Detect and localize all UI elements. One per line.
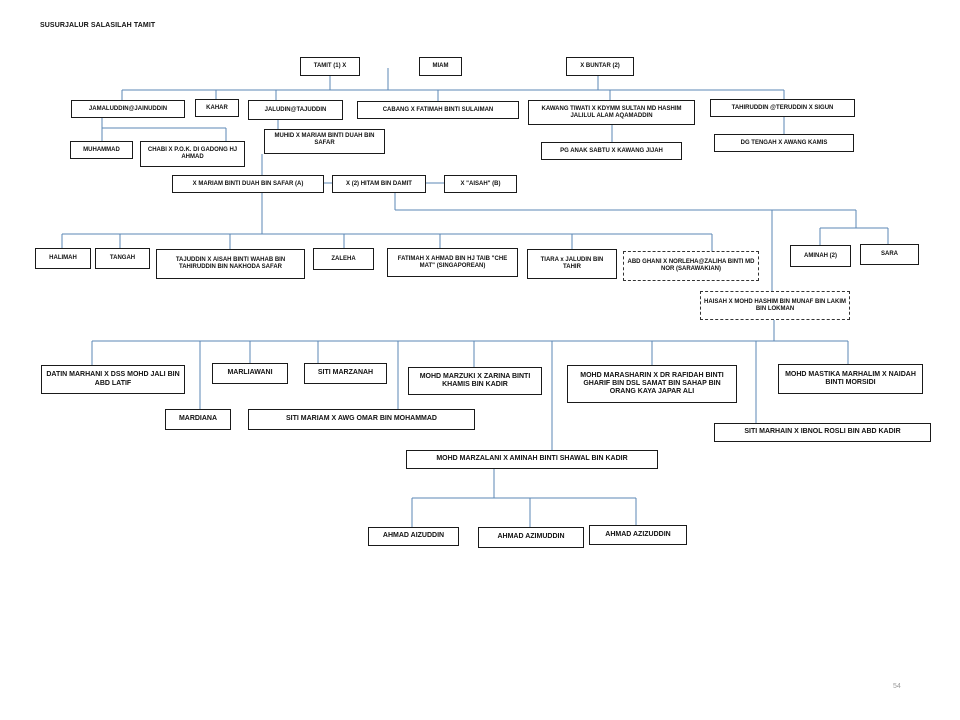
node-jaludin: JALUDIN@TAJUDDIN xyxy=(248,100,343,120)
node-tajuddin: TAJUDDIN X AISAH BINTI WAHAB BIN TAHIRUD… xyxy=(156,249,305,279)
node-fatimah: FATIMAH X AHMAD BIN HJ TAIB "CHE MAT" (S… xyxy=(387,248,518,277)
node-muhid: MUHID X MARIAM BINTI DUAH BIN SAFAR xyxy=(264,129,385,154)
node-ahmad-azimuddin: AHMAD AZIMUDDIN xyxy=(478,527,584,548)
node-chabi: CHABI X P.O.K. DI GADONG HJ AHMAD xyxy=(140,141,245,167)
node-sara: SARA xyxy=(860,244,919,265)
node-siti-mariam: SITI MARIAM X AWG OMAR BIN MOHAMMAD xyxy=(248,409,475,430)
node-mohd-mastika: MOHD MASTIKA MARHALIM X NAIDAH BINTI MOR… xyxy=(778,364,923,394)
node-mohd-marasharin: MOHD MARASHARIN X DR RAFIDAH BINTI GHARI… xyxy=(567,365,737,403)
node-datin-marhani: DATIN MARHANI X DSS MOHD JALI BIN ABD LA… xyxy=(41,365,185,394)
node-cabang: CABANG X FATIMAH BINTI SULAIMAN xyxy=(357,101,519,119)
node-hitam: X (2) HITAM BIN DAMIT xyxy=(332,175,426,193)
node-mohd-marzuki: MOHD MARZUKI X ZARINA BINTI KHAMIS BIN K… xyxy=(408,367,542,395)
node-miam: MIAM xyxy=(419,57,462,76)
node-ahmad-aizuddin: AHMAD AIZUDDIN xyxy=(368,527,459,546)
node-siti-marhain: SITI MARHAIN X IBNOL ROSLI BIN ABD KADIR xyxy=(714,423,931,442)
node-halimah: HALIMAH xyxy=(35,248,91,269)
node-kahar: KAHAR xyxy=(195,99,239,117)
node-marliawani: MARLIAWANI xyxy=(212,363,288,384)
node-siti-marzanah: SITI MARZANAH xyxy=(304,363,387,384)
node-tangah: TANGAH xyxy=(95,248,150,269)
node-aisah: X "AISAH" (B) xyxy=(444,175,517,193)
node-mardiana: MARDIANA xyxy=(165,409,231,430)
page-title: SUSURJALUR SALASILAH TAMIT xyxy=(40,22,156,29)
node-tahiruddin: TAHIRUDDIN @TERUDDIN X SIGUN xyxy=(710,99,855,117)
node-tiara: TIARA x JALUDIN BIN TAHIR xyxy=(527,249,617,279)
node-haisah: HAISAH X MOHD HASHIM BIN MUNAF BIN LAKIM… xyxy=(700,291,850,320)
node-mariam-duah: X MARIAM BINTI DUAH BIN SAFAR (A) xyxy=(172,175,324,193)
node-dg-tengah: DG TENGAH X AWANG KAMIS xyxy=(714,134,854,152)
node-mohd-marzalani: MOHD MARZALANI X AMINAH BINTI SHAWAL BIN… xyxy=(406,450,658,469)
node-tamit: TAMIT (1) X xyxy=(300,57,360,76)
node-pg-anak-sabtu: PG ANAK SABTU X KAWANG JIJAH xyxy=(541,142,682,160)
node-aminah2: AMINAH (2) xyxy=(790,245,851,267)
node-zaleha: ZALEHA xyxy=(313,248,374,270)
page-number: 54 xyxy=(893,683,901,690)
node-abd-ghani: ABD GHANI X NORLEHA@ZALIHA BINTI MD NOR … xyxy=(623,251,759,281)
node-kawang-tiwati: KAWANG TIWATI X KDYMM SULTAN MD HASHIM J… xyxy=(528,100,695,125)
node-muhammad: MUHAMMAD xyxy=(70,141,133,159)
node-buntar: X BUNTAR (2) xyxy=(566,57,634,76)
node-jamaluddin: JAMALUDDIN@JAINUDDIN xyxy=(71,100,185,118)
node-ahmad-azizuddin: AHMAD AZIZUDDIN xyxy=(589,525,687,545)
